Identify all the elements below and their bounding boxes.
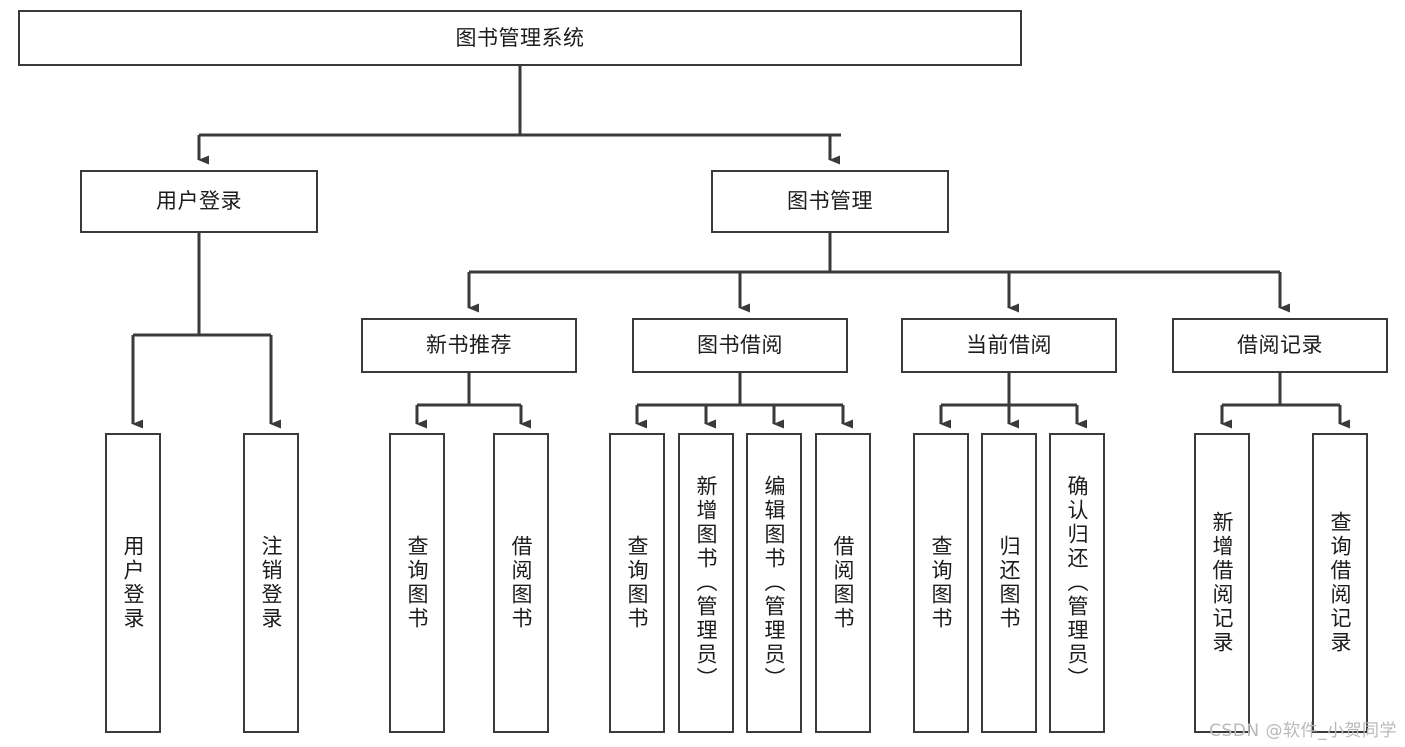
- node-leaf-borrow-book-1-label: 借阅图书: [509, 535, 534, 631]
- node-leaf-borrow-book-2-label: 借阅图书: [831, 535, 856, 631]
- node-leaf-return-book-label: 归还图书: [997, 535, 1022, 631]
- node-leaf-edit-book-label: 编辑图书（管理员）: [762, 475, 787, 691]
- node-leaf-query-book-1-label: 查询图书: [405, 535, 430, 631]
- node-leaf-add-record-label: 新增借阅记录: [1210, 511, 1235, 655]
- node-leaf-borrow-book-2[interactable]: 借阅图书: [815, 433, 871, 733]
- node-leaf-query-record-label: 查询借阅记录: [1328, 511, 1353, 655]
- node-leaf-user-login[interactable]: 用户登录: [105, 433, 161, 733]
- node-current-borrow-label: 当前借阅: [966, 333, 1052, 358]
- node-leaf-query-book-1[interactable]: 查询图书: [389, 433, 445, 733]
- node-root[interactable]: 图书管理系统: [18, 10, 1022, 66]
- node-leaf-query-book-3-label: 查询图书: [929, 535, 954, 631]
- node-new-book-recommend[interactable]: 新书推荐: [361, 318, 577, 373]
- node-leaf-confirm-return[interactable]: 确认归还（管理员）: [1049, 433, 1105, 733]
- node-book-borrow[interactable]: 图书借阅: [632, 318, 848, 373]
- node-book-borrow-label: 图书借阅: [697, 333, 783, 358]
- node-leaf-add-book-label: 新增图书（管理员）: [694, 475, 719, 691]
- node-borrow-record-label: 借阅记录: [1237, 333, 1323, 358]
- node-leaf-edit-book[interactable]: 编辑图书（管理员）: [746, 433, 802, 733]
- node-leaf-query-book-3[interactable]: 查询图书: [913, 433, 969, 733]
- node-book-manage-label: 图书管理: [787, 189, 873, 214]
- watermark-text: CSDN @软件_小贺同学: [1209, 721, 1397, 741]
- node-leaf-logout-label: 注销登录: [259, 535, 284, 631]
- node-leaf-logout[interactable]: 注销登录: [243, 433, 299, 733]
- node-book-manage[interactable]: 图书管理: [711, 170, 949, 233]
- node-leaf-return-book[interactable]: 归还图书: [981, 433, 1037, 733]
- node-leaf-add-book[interactable]: 新增图书（管理员）: [678, 433, 734, 733]
- node-leaf-user-login-label: 用户登录: [121, 535, 146, 631]
- node-leaf-query-record[interactable]: 查询借阅记录: [1312, 433, 1368, 733]
- node-leaf-query-book-2-label: 查询图书: [625, 535, 650, 631]
- node-current-borrow[interactable]: 当前借阅: [901, 318, 1117, 373]
- node-leaf-borrow-book-1[interactable]: 借阅图书: [493, 433, 549, 733]
- node-new-book-recommend-label: 新书推荐: [426, 333, 512, 358]
- node-leaf-confirm-return-label: 确认归还（管理员）: [1065, 475, 1090, 691]
- node-borrow-record[interactable]: 借阅记录: [1172, 318, 1388, 373]
- node-root-label: 图书管理系统: [455, 25, 585, 50]
- node-user-login-label: 用户登录: [156, 189, 242, 214]
- node-user-login[interactable]: 用户登录: [80, 170, 318, 233]
- node-leaf-query-book-2[interactable]: 查询图书: [609, 433, 665, 733]
- node-leaf-add-record[interactable]: 新增借阅记录: [1194, 433, 1250, 733]
